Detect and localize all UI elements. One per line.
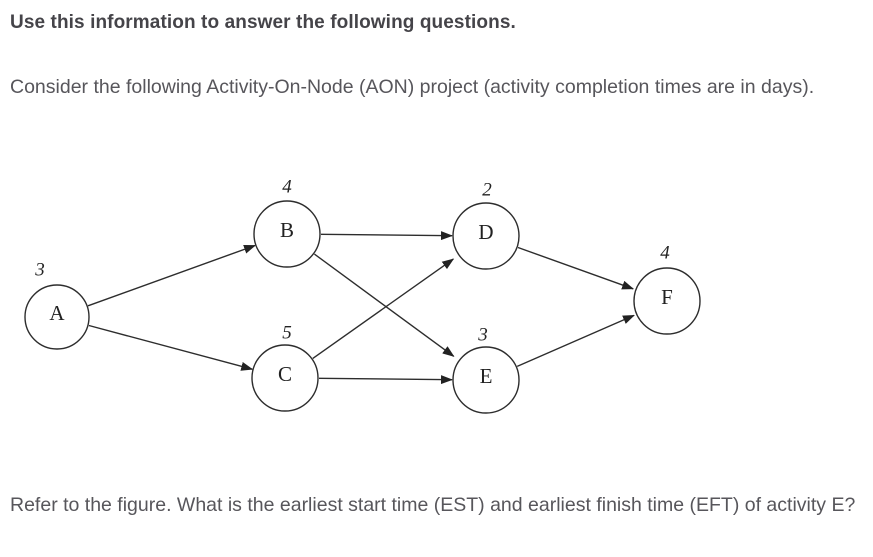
edge-A-C: [88, 324, 254, 371]
node-circle-C: [251, 344, 319, 412]
activity-node-F: F4: [633, 243, 701, 335]
node-label-A: A: [49, 301, 65, 325]
edge-D-F: [517, 246, 635, 290]
question-paragraph: Refer to the figure. What is the earlies…: [10, 494, 856, 516]
activity-node-B: B4: [253, 177, 321, 268]
activity-node-D: D2: [452, 180, 520, 270]
instruction-heading: Use this information to answer the follo…: [10, 12, 516, 33]
node-duration-F: 4: [660, 243, 670, 264]
node-circle-D: [452, 202, 520, 270]
node-circle-E: [452, 346, 520, 414]
node-label-D: D: [478, 220, 493, 244]
node-duration-D: 2: [482, 180, 492, 201]
node-duration-C: 5: [282, 323, 292, 344]
activity-node-C: C5: [251, 323, 319, 412]
edge-A-B: [87, 244, 256, 307]
edge-layer: [87, 231, 635, 385]
node-duration-E: 3: [477, 325, 488, 346]
node-label-E: E: [480, 364, 493, 388]
activity-node-A: A3: [24, 260, 90, 350]
node-circle-B: [253, 200, 321, 268]
edge-B-E: [313, 253, 455, 357]
node-duration-B: 4: [282, 177, 292, 198]
node-circle-A: [24, 284, 90, 350]
node-label-F: F: [661, 285, 673, 309]
edge-C-D: [312, 258, 455, 359]
node-label-B: B: [280, 218, 294, 242]
node-label-C: C: [278, 362, 292, 386]
activity-node-E: E3: [452, 325, 520, 414]
edge-C-E: [318, 375, 453, 385]
node-duration-A: 3: [34, 260, 45, 281]
edge-E-F: [516, 314, 635, 368]
node-circle-F: [633, 267, 701, 335]
edge-B-D: [320, 231, 453, 241]
intro-paragraph: Consider the following Activity-On-Node …: [10, 76, 815, 98]
